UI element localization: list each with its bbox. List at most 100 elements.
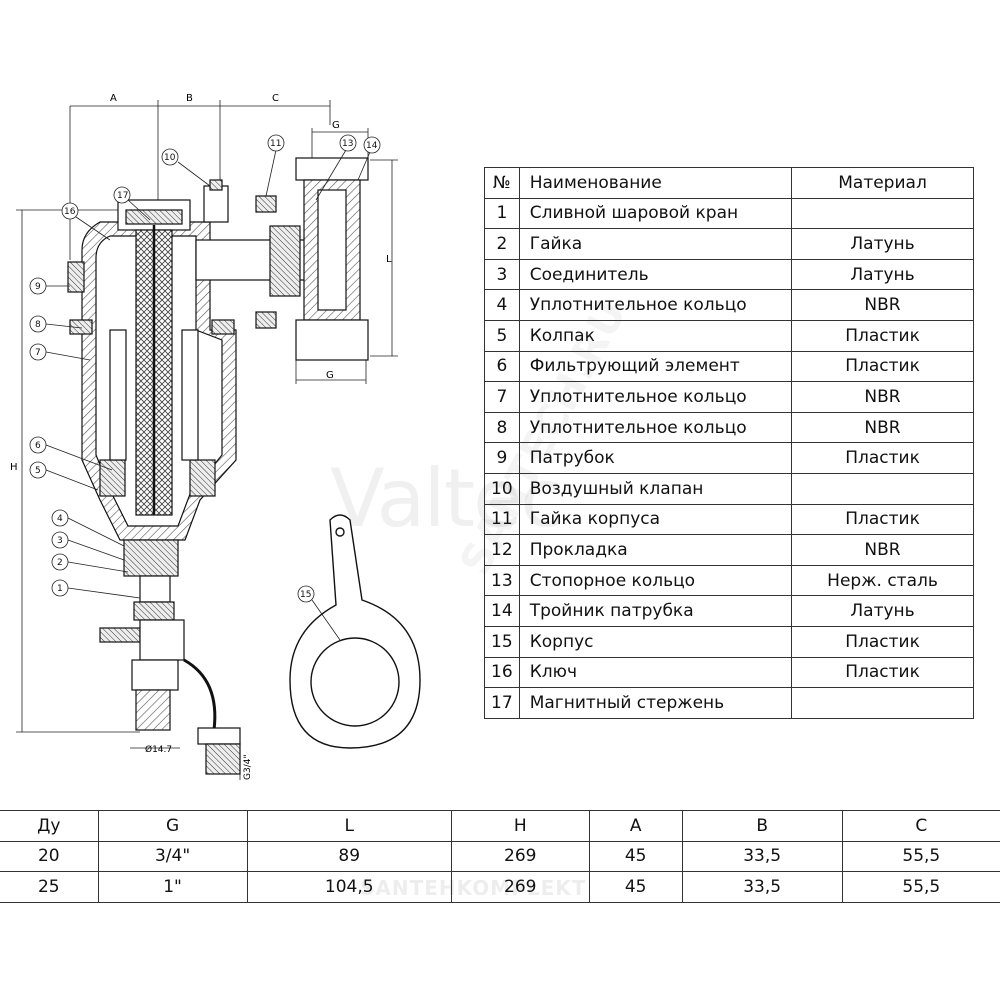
part-name: Патрубок <box>518 442 793 474</box>
svg-text:8: 8 <box>35 320 41 330</box>
part-num: 1 <box>484 197 520 230</box>
part-num: 17 <box>484 687 520 719</box>
callout-11: 11 <box>265 134 285 197</box>
part-material: NBR <box>791 534 974 566</box>
part-material: Нерж. сталь <box>791 564 974 597</box>
part-material <box>791 687 974 719</box>
svg-text:6: 6 <box>35 441 41 451</box>
cell-a: 45 <box>588 840 683 872</box>
cell-du: 25 <box>0 871 99 903</box>
svg-text:10: 10 <box>164 153 176 163</box>
svg-text:2: 2 <box>57 558 63 568</box>
svg-text:4: 4 <box>57 514 63 524</box>
part-name: Тройник патрубка <box>518 595 793 627</box>
table-row: 20 3/4" 89 269 45 33,5 55,5 <box>0 840 1000 872</box>
cell-a: 45 <box>588 871 683 903</box>
callout-7: 7 <box>29 343 91 361</box>
part-material: Латунь <box>791 595 974 627</box>
part-material: NBR <box>791 289 974 321</box>
technical-drawing: A B C G G H L Ø14.7 G3/4" <box>10 93 421 780</box>
svg-text:16: 16 <box>64 207 76 217</box>
svg-text:14: 14 <box>366 141 378 151</box>
part-num: 4 <box>484 289 520 321</box>
svg-text:7: 7 <box>35 348 41 358</box>
callouts: 17 16 9 8 7 6 5 4 3 2 1 10 11 13 14 15 <box>29 134 381 641</box>
dim-diameter-label: Ø14.7 <box>145 744 172 755</box>
part-name: Уплотнительное кольцо <box>518 289 793 321</box>
part-material: Латунь <box>791 228 974 260</box>
svg-text:5: 5 <box>35 466 41 476</box>
callout-3: 3 <box>51 531 125 561</box>
part-material: NBR <box>791 381 974 413</box>
filter-body <box>67 179 309 541</box>
header-material: Материал <box>791 167 974 199</box>
callout-5: 5 <box>29 461 99 491</box>
callout-16: 15 <box>297 585 341 641</box>
part-num: 13 <box>484 564 520 597</box>
part-name: Уплотнительное кольцо <box>518 411 793 444</box>
table-row: 25 1" 104,5 269 45 33,5 55,5 <box>0 871 1000 903</box>
part-num: 16 <box>484 656 520 689</box>
part-num: 3 <box>484 258 520 291</box>
cell-g: 1" <box>97 871 248 903</box>
part-num: 5 <box>484 319 520 352</box>
part-name: Корпус <box>518 625 793 658</box>
dim-b-label: B <box>186 93 193 104</box>
cell-l: 104,5 <box>246 871 452 903</box>
callout-15: 16 <box>61 202 111 241</box>
cell-b: 33,5 <box>681 840 843 872</box>
cell-h: 269 <box>450 871 590 903</box>
dim-l-label: L <box>386 254 392 265</box>
svg-text:9: 9 <box>35 282 41 292</box>
part-num: 10 <box>484 472 520 505</box>
cell-l: 89 <box>246 840 452 872</box>
part-material: Пластик <box>791 442 974 474</box>
dim-g-top-label: G <box>332 120 340 131</box>
part-name: Уплотнительное кольцо <box>518 381 793 413</box>
part-name: Сливной шаровой кран <box>518 197 793 230</box>
part-num: 2 <box>484 228 520 260</box>
dim-h-label: H <box>10 462 18 473</box>
header-name: Наименование <box>518 167 793 199</box>
callout-4: 4 <box>51 509 125 547</box>
part-num: 12 <box>484 534 520 566</box>
part-material: Пластик <box>791 503 974 536</box>
part-name: Воздушный клапан <box>518 472 793 505</box>
part-name: Стопорное кольцо <box>518 564 793 597</box>
part-name: Колпак <box>518 319 793 352</box>
svg-text:3: 3 <box>57 536 63 546</box>
svg-text:15: 15 <box>300 590 311 600</box>
dim-thread-label: G3/4" <box>243 754 253 780</box>
tee-fitting <box>255 157 369 361</box>
cell-c: 55,5 <box>841 840 1000 872</box>
callout-13: 13 <box>315 134 357 201</box>
dimensions-table: Ду G L H A B C 20 3/4" 89 269 45 33,5 55… <box>0 810 1000 903</box>
part-material <box>791 472 974 505</box>
part-material: Пластик <box>791 319 974 352</box>
part-num: 14 <box>484 595 520 627</box>
header-b: B <box>681 810 843 842</box>
part-material: Пластик <box>791 625 974 658</box>
part-name: Фильтрующий элемент <box>518 350 793 383</box>
parts-table-header: № Наименование Материал <box>484 167 974 199</box>
part-material <box>791 197 974 230</box>
part-num: 7 <box>484 381 520 413</box>
header-a: A <box>588 810 683 842</box>
callout-14: 14 <box>357 136 381 181</box>
cell-du: 20 <box>0 840 99 872</box>
dim-a-label: A <box>110 93 117 104</box>
